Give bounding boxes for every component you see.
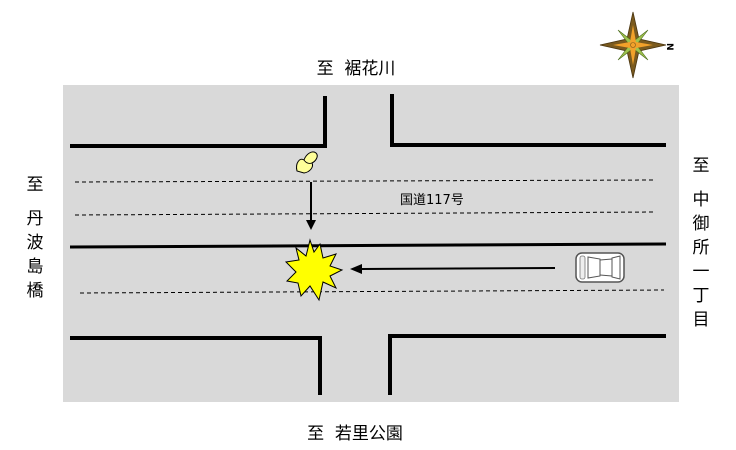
lane-line-1	[74, 179, 657, 183]
road-name-label: 国道117号	[400, 193, 464, 208]
compass-icon: N	[599, 11, 674, 79]
direction-west-char: 丹	[26, 209, 44, 229]
direction-east-char: 一	[692, 262, 710, 282]
compass-north-letter: N	[664, 43, 674, 51]
direction-west-char: 橋	[26, 281, 44, 301]
direction-label-south: 至 若里公園	[0, 419, 723, 444]
direction-east-char: 丁	[692, 286, 710, 306]
direction-label-north: 至 裾花川	[0, 54, 724, 79]
direction-label-west: 至 丹 波 島 橋	[20, 170, 50, 303]
curb-northeast	[390, 94, 666, 147]
vehicle-arrow	[350, 264, 556, 274]
pedestrian-icon	[296, 151, 318, 174]
direction-west-char: 島	[26, 257, 44, 277]
direction-label-east: 至 中 御 所 一 丁 目	[686, 151, 716, 332]
lane-line-2	[74, 211, 657, 216]
direction-east-char: 御	[692, 214, 710, 234]
direction-west-prefix: 至	[26, 175, 44, 195]
lane-lines	[74, 179, 665, 294]
direction-east-prefix: 至	[692, 156, 710, 176]
car-icon	[575, 252, 625, 283]
direction-north-place: 裾花川	[344, 59, 396, 79]
collision-icon	[284, 238, 344, 302]
direction-east-char: 目	[692, 310, 710, 330]
direction-north-prefix: 至	[316, 59, 334, 79]
direction-south-place: 若里公園	[334, 424, 403, 444]
curb-southeast	[388, 334, 666, 395]
pedestrian-arrow	[306, 182, 316, 230]
direction-east-char: 中	[692, 190, 710, 210]
curb-lines	[70, 94, 666, 395]
curb-southwest	[70, 336, 322, 395]
curb-northwest	[70, 96, 327, 148]
direction-west-char: 波	[26, 233, 44, 253]
direction-south-prefix: 至	[307, 424, 325, 444]
center-line	[69, 242, 667, 249]
lane-line-3	[79, 289, 665, 294]
direction-east-char: 所	[692, 238, 710, 258]
